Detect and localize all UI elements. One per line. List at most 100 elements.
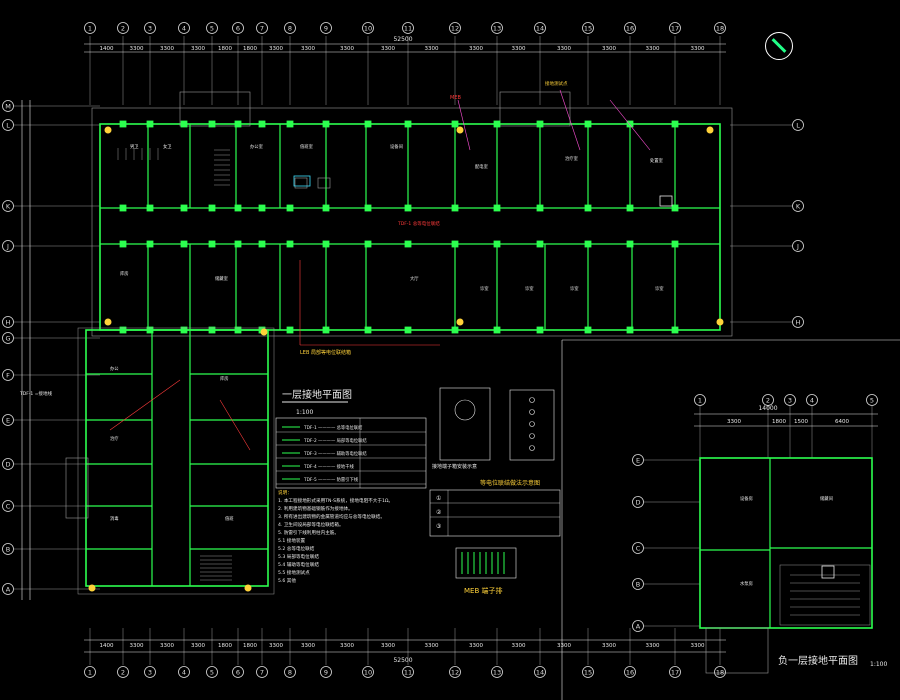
column-bubble-top-label: 14 <box>536 25 544 33</box>
column-bubble-bottom-label: 16 <box>626 669 634 677</box>
test-point-icon <box>716 318 724 326</box>
general-note: 5.6 其他 <box>278 577 296 584</box>
column-bubble-top <box>714 22 726 34</box>
dimension-label-top: 3300 <box>301 46 315 52</box>
room-label: 值班室 <box>300 143 314 150</box>
column-bubble-top <box>206 22 218 34</box>
general-note: 2. 利用建筑物基础钢筋作为接地体。 <box>278 505 353 512</box>
column-bubble-top-label: 16 <box>626 25 634 33</box>
meb-callout: MEB <box>450 95 461 101</box>
column-bubble-bottom <box>534 666 546 678</box>
structural-column <box>180 120 188 128</box>
column-bubble-top <box>449 22 461 34</box>
structural-column <box>626 240 634 248</box>
column-bubble-bottom-label: 12 <box>451 669 459 677</box>
structural-column <box>671 326 679 334</box>
row-bubble-right-label: K <box>796 203 801 211</box>
structural-column <box>671 204 679 212</box>
legend-row: TDF-1 ———— 总等电位联结 <box>303 424 363 431</box>
column-bubble-top <box>669 22 681 34</box>
dimension-label-bottom: 3300 <box>301 643 315 649</box>
room-label: 值班 <box>225 515 234 522</box>
dimension-label-top: 1800 <box>218 46 232 52</box>
row-bubble-left-label: E <box>6 417 10 425</box>
wall-layer <box>65 91 900 700</box>
dimension-label-bottom: 3300 <box>191 643 205 649</box>
basement-row-bubble-label: B <box>636 581 640 589</box>
test-point-icon <box>706 126 714 134</box>
column-bubble-bottom-label: 4 <box>182 669 186 677</box>
structural-column <box>180 240 188 248</box>
basement-column-bubble-label: 3 <box>788 397 792 405</box>
column-bubble-top-label: 5 <box>210 25 214 33</box>
row-bubble-left-label: L <box>6 122 10 130</box>
basement-dim-label: 1500 <box>794 419 808 425</box>
structural-column <box>451 204 459 212</box>
row-bubble-left <box>2 119 14 131</box>
structural-column <box>584 240 592 248</box>
room-label: 消毒 <box>110 515 119 522</box>
room-label: 治疗室 <box>565 155 579 162</box>
row-bubble-left <box>2 500 14 512</box>
column-bubble-bottom-label: 15 <box>584 669 592 677</box>
room-label: 办公室 <box>250 143 264 150</box>
general-note: 5.2 总等电位联结 <box>278 545 315 552</box>
row-bubble-left <box>2 332 14 344</box>
dimension-label-bottom: 3300 <box>160 643 174 649</box>
dimension-label-top: 3300 <box>381 46 395 52</box>
detail-bolt <box>529 433 535 439</box>
basement-row-bubble-label: A <box>636 623 641 631</box>
column-bubble-top <box>534 22 546 34</box>
column-bubble-bottom-label: 8 <box>288 669 292 677</box>
equipotential-box <box>293 175 311 187</box>
detail-box <box>509 389 555 461</box>
structural-column <box>146 120 154 128</box>
structural-column <box>364 204 372 212</box>
column-bubble-bottom-label: 14 <box>536 669 544 677</box>
row-bubble-left <box>2 369 14 381</box>
row-bubble-left <box>2 543 14 555</box>
overall-dimension-bottom: 52500 <box>393 657 412 664</box>
structural-column <box>258 120 266 128</box>
column-bubble-top-label: 6 <box>236 25 240 33</box>
column-bubble-top-label: 17 <box>671 25 679 33</box>
basement-plan-scale: 1:100 <box>870 661 887 668</box>
upper-building-outline <box>99 123 721 331</box>
column-bubble-bottom <box>624 666 636 678</box>
detail-section <box>439 387 491 461</box>
dimension-label-bottom: 3300 <box>425 643 439 649</box>
room-label: 水泵房 <box>740 580 753 587</box>
basement-dim-label: 1800 <box>772 419 786 425</box>
basement-row-bubble <box>632 578 644 590</box>
test-point-icon <box>104 126 112 134</box>
dimension-label-bottom: 3300 <box>691 643 705 649</box>
test-point-icon <box>88 584 96 592</box>
basement-column-bubble-label: 2 <box>766 397 770 405</box>
meb-detail-title: MEB 端子排 <box>464 586 503 595</box>
structural-column <box>451 240 459 248</box>
room-label: 诊室 <box>480 285 489 292</box>
structural-column <box>119 204 127 212</box>
room-label: 设备房 <box>740 495 753 502</box>
column-bubble-bottom <box>284 666 296 678</box>
basement-column-bubble <box>806 394 818 406</box>
main-plan-scale: 1:100 <box>296 409 313 416</box>
column-bubble-top-label: 12 <box>451 25 459 33</box>
fixture <box>317 177 331 189</box>
column-bubble-top <box>284 22 296 34</box>
structural-column <box>364 240 372 248</box>
row-bubble-left-label: A <box>6 586 11 594</box>
column-bubble-bottom <box>449 666 461 678</box>
general-note: 5.1 接地装置 <box>278 537 306 544</box>
bond-leader-lower <box>109 379 181 431</box>
structural-column <box>671 240 679 248</box>
structural-column <box>234 204 242 212</box>
dimension-label-top: 3300 <box>512 46 526 52</box>
room-label: 治疗 <box>110 435 119 442</box>
basement-row-bubble-label: E <box>636 457 640 465</box>
structural-column <box>286 326 294 334</box>
facade-outline <box>91 107 733 337</box>
mark-table <box>429 489 561 537</box>
overall-dimension-top: 52500 <box>393 36 412 43</box>
